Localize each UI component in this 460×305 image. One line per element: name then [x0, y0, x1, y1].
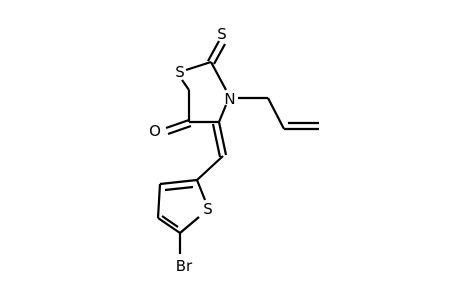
- bond-ch2-ch: [267, 97, 285, 130]
- bond-s1t-c5t: [179, 216, 200, 234]
- bond-c4-methine-a: [217, 121, 228, 156]
- bond-methine-thiophene: [196, 155, 224, 181]
- bond-c5-carbonyl-b: [167, 124, 192, 136]
- bond-c4t-c3t: [156, 183, 162, 219]
- atom-label-ring-s: S: [175, 63, 185, 81]
- bond-c5-s1: [181, 79, 190, 91]
- bond-c2-thioxo-a: [207, 40, 220, 62]
- bond-c5-carbonyl-a: [165, 118, 190, 130]
- bond-n3-c4: [217, 104, 228, 123]
- atom-label-ring-n: N: [224, 90, 235, 108]
- bond-c2t-s1t: [195, 179, 207, 201]
- bond-c3t-c2t-b: [164, 185, 194, 192]
- atom-label-thioxo-s: S: [217, 25, 227, 43]
- atom-label-thiophene-s: S: [203, 200, 213, 218]
- atom-label-bromo: Br: [176, 257, 193, 275]
- bond-c3t-c2t-a: [159, 178, 198, 186]
- bond-c2-thioxo-b: [213, 43, 226, 65]
- bond-c4-methine-b: [211, 123, 222, 158]
- atom-label-carbonyl-o: O: [149, 122, 161, 140]
- bond-c5t-c4t-a: [157, 217, 181, 234]
- bond-c5t-c4t-b: [161, 215, 179, 228]
- bond-c2-n3: [210, 61, 227, 91]
- bond-s1-c2: [185, 60, 212, 72]
